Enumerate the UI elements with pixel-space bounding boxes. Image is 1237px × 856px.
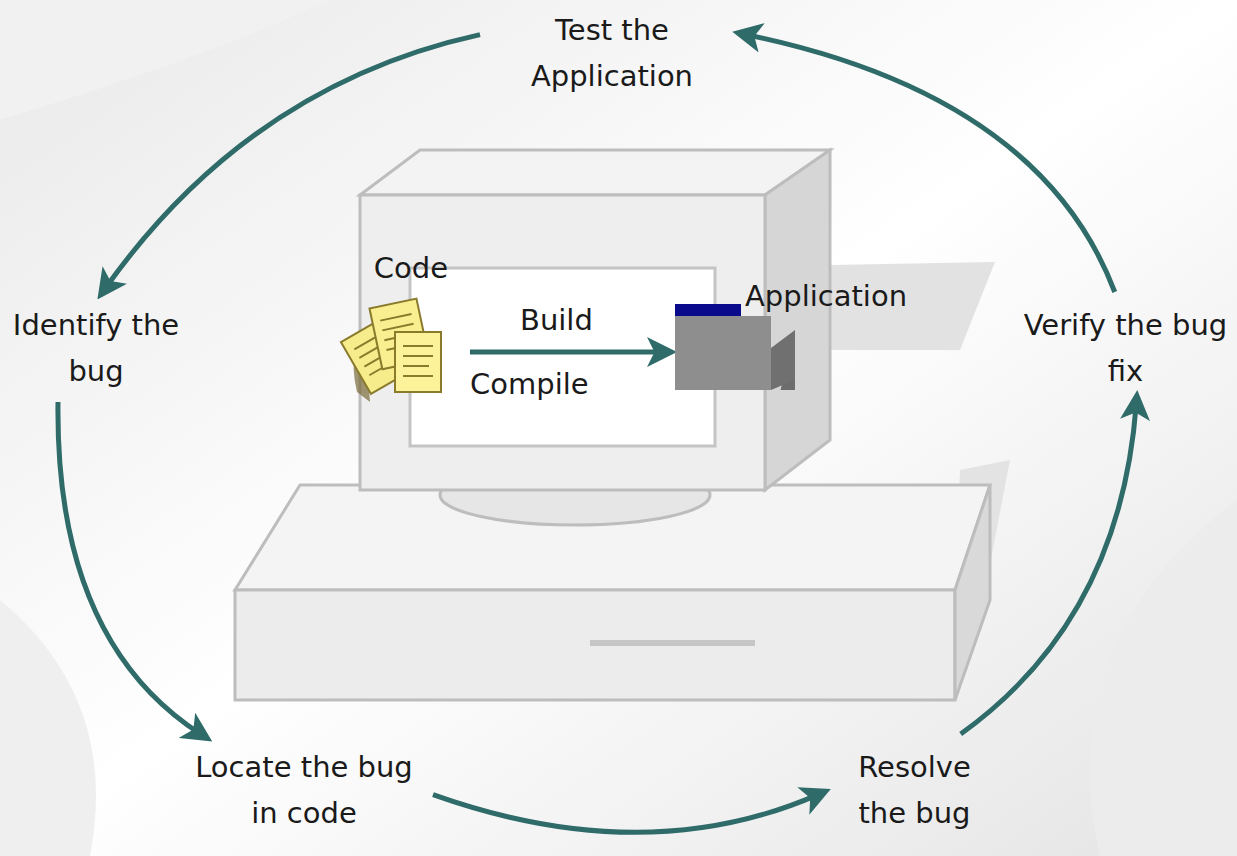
code-pages-icon (335, 282, 450, 407)
cycle-arrow (961, 404, 1137, 734)
cycle-arrow (58, 402, 201, 734)
edge-label: Build (520, 302, 593, 338)
node-text: Application (745, 278, 988, 314)
step-caption: Compile (470, 366, 589, 402)
application-icon: Application (673, 278, 988, 390)
code-icon: Code (335, 250, 450, 407)
node-text: Test the Application (492, 7, 732, 99)
cycle-arrow (470, 350, 663, 355)
step-label: Locate the bug in code (189, 744, 419, 836)
node-text: Verify the bug fix (1018, 302, 1233, 394)
step-label: Resolve the bug (832, 744, 997, 836)
application-window-icon (673, 300, 803, 390)
cycle-arrow (106, 35, 481, 288)
step-label: Identify the bug (1, 302, 191, 394)
step-label: Test the Application (492, 7, 732, 99)
cycle-arrow (746, 35, 1115, 292)
node-text: Code (335, 250, 450, 286)
node-text: Locate the bug in code (189, 744, 419, 836)
cycle-arrow (433, 795, 818, 833)
step-label: Verify the bug fix (1018, 302, 1233, 394)
node-text: Identify the bug (1, 302, 191, 394)
node-text: Resolve the bug (832, 744, 997, 836)
